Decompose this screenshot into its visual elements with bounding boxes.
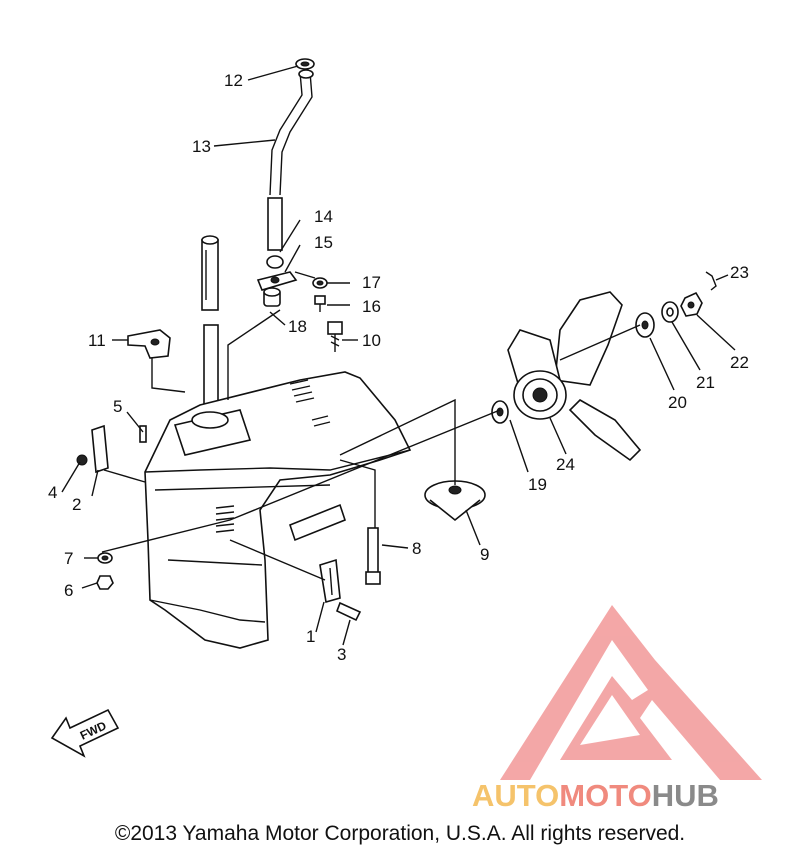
callout-18: 18 [288, 317, 307, 336]
callout-2: 2 [72, 495, 81, 514]
watermark-hub: HUB [651, 778, 719, 813]
water-inlet-cover [424, 480, 486, 522]
callout-10: 10 [362, 331, 381, 350]
callout-7: 7 [64, 549, 73, 568]
exploded-parts-diagram: FWD 1 2 3 4 5 6 7 8 9 10 11 12 13 14 15 … [48, 58, 762, 780]
callout-11: 11 [88, 331, 106, 350]
callout-20: 20 [668, 393, 687, 412]
callout-13: 13 [192, 137, 211, 156]
callout-6: 6 [64, 581, 73, 600]
small-screws [312, 277, 343, 352]
callout-22: 22 [730, 353, 749, 372]
propeller [507, 291, 642, 462]
leader-lines [61, 65, 736, 646]
bracket-part [127, 329, 171, 359]
callout-3: 3 [337, 645, 346, 664]
watermark-auto: AUTO [472, 778, 560, 813]
watermark-text: AUTOMOTOHUB [472, 778, 719, 814]
callout-15: 15 [314, 233, 333, 252]
watermark-logo [500, 605, 762, 780]
tube-fittings [256, 255, 298, 307]
callout-24: 24 [556, 455, 575, 474]
propeller-hardware [491, 271, 717, 424]
lower-unit-housing [144, 371, 412, 649]
callout-9: 9 [480, 545, 489, 564]
callout-5: 5 [113, 397, 122, 416]
watermark-moto: MOTO [559, 778, 652, 813]
drive-shaft [201, 235, 219, 416]
copyright-notice: ©2013 Yamaha Motor Corporation, U.S.A. A… [114, 822, 686, 845]
stud-bolt [365, 527, 381, 585]
anode-plates [76, 424, 362, 622]
callout-23: 23 [730, 263, 749, 282]
callout-12: 12 [224, 71, 243, 90]
callout-labels: 1 2 3 4 5 6 7 8 9 10 11 12 13 14 15 16 1… [48, 71, 749, 664]
callout-16: 16 [362, 297, 381, 316]
washer-nut [96, 552, 114, 590]
callout-1: 1 [306, 627, 315, 646]
water-tube [267, 58, 315, 251]
callout-17: 17 [362, 273, 381, 292]
callout-8: 8 [412, 539, 421, 558]
callout-21: 21 [696, 373, 715, 392]
callout-14: 14 [314, 207, 333, 226]
callout-4: 4 [48, 483, 57, 502]
callout-19: 19 [528, 475, 547, 494]
fwd-arrow: FWD [50, 708, 120, 758]
